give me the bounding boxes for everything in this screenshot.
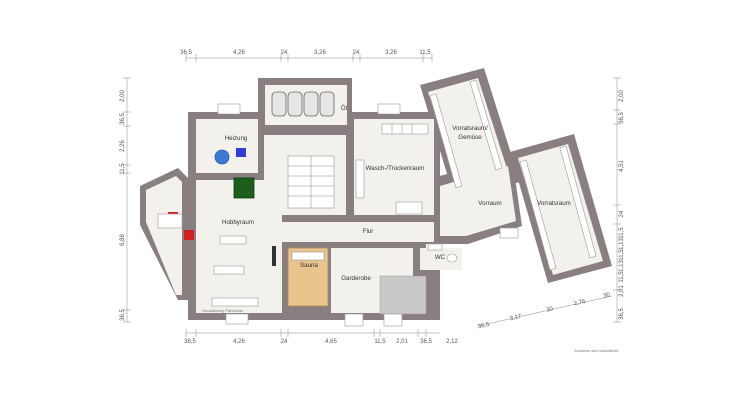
hobby-bench <box>211 297 259 307</box>
dimension-labels-right: 2,00 36,5 4,51 24 11,5 1,13 11,5 1,13 11… <box>619 90 625 320</box>
dim-right-4: 24 <box>619 210 625 217</box>
room-label-oel: Öl <box>341 105 347 112</box>
dim-diag-4: 2,76 <box>573 299 586 308</box>
dim-top-3: 24 <box>281 50 288 56</box>
fitness-bench-2 <box>213 265 245 275</box>
shelf-gemuese-left <box>429 93 463 189</box>
dim-top-6: 3,26 <box>385 50 397 56</box>
toilet <box>446 253 458 263</box>
credit-left: Visualisierung Planviewer <box>202 309 244 313</box>
dim-diag-1: 36,5 <box>477 322 490 331</box>
room-label-garderobe: Garderobe <box>341 275 371 282</box>
room-label-vorraum: Vorraum <box>478 200 501 207</box>
shelf-gemuese-right <box>469 79 503 171</box>
room-label-wc: WC <box>435 254 446 261</box>
room-label-flur: Flur <box>363 228 374 235</box>
dim-right-3: 4,51 <box>619 160 625 172</box>
dim-bottom-4: 4,65 <box>325 339 337 345</box>
boiler <box>214 149 230 165</box>
dim-bottom-3: 24 <box>281 339 288 345</box>
room-label-heizung: Heizung <box>225 135 248 142</box>
dim-diag-3: 30 <box>546 306 554 313</box>
credit-right: Grundriss nicht maßstäblich <box>574 349 619 353</box>
dimension-lines <box>123 54 621 337</box>
room-label-sauna: Sauna <box>300 262 318 269</box>
dim-left-2: 36,5 <box>120 113 126 125</box>
dim-top-4: 3,26 <box>314 50 326 56</box>
tv-unit <box>272 246 276 266</box>
window-wasch <box>377 103 401 115</box>
wc-sink <box>427 243 443 251</box>
vorratsraum-gemuese-floor <box>428 78 510 192</box>
dim-right-9: 11,5 <box>619 271 625 283</box>
window-garderobe-2 <box>383 313 403 327</box>
dimension-labels-bottom: 36,5 4,26 24 4,65 11,5 2,01 36,5 2,12 <box>184 339 458 345</box>
shelf-vorrat-left <box>519 159 557 271</box>
dim-bottom-1: 36,5 <box>184 339 196 345</box>
room-label-vorratsraum: Vorratsraum <box>537 200 571 207</box>
foosball-table <box>233 177 255 199</box>
wc-floor <box>420 248 462 270</box>
flur-floor <box>282 222 434 242</box>
building <box>140 68 612 327</box>
dim-bottom-8: 2,12 <box>446 339 458 345</box>
dim-right-6: 1,13 <box>619 238 625 250</box>
staircase <box>287 155 335 209</box>
dim-right-7: 11,5 <box>619 249 625 261</box>
dim-left-6: 36,5 <box>120 309 126 321</box>
dim-bottom-5: 11,5 <box>374 339 386 345</box>
dimension-labels-top: 36,5 4,26 24 3,26 24 3,26 11,5 <box>180 50 431 56</box>
dim-right-5: 11,5 <box>619 227 625 239</box>
wasch-floor <box>354 119 434 215</box>
stair-bay-floor <box>146 176 182 295</box>
dim-bottom-6: 2,01 <box>396 339 408 345</box>
dim-top-7: 11,5 <box>419 50 431 56</box>
sauna-bench <box>291 251 325 261</box>
window-heizung <box>217 103 241 115</box>
dim-diag-5: 30 <box>603 292 611 299</box>
dim-left-5: 6,88 <box>120 234 126 246</box>
dim-right-8: 1,13 <box>619 260 625 272</box>
dim-top-5: 24 <box>353 50 360 56</box>
dim-left-1: 2,00 <box>120 90 126 102</box>
heater-unit <box>236 148 246 157</box>
wash-shelves <box>355 123 429 215</box>
dim-right-11: 36,5 <box>619 308 625 320</box>
fitness-bench-1 <box>219 235 247 245</box>
dimension-labels-left: 2,00 36,5 2,26 11,5 6,88 36,5 <box>120 90 126 321</box>
storage-area <box>379 275 427 315</box>
room-label-wasch: Wasch-/Trockenraum <box>366 165 425 172</box>
dim-right-2: 36,5 <box>619 112 625 124</box>
heizung-floor <box>196 119 258 173</box>
dim-right-10: 2,01 <box>619 285 625 297</box>
oil-tanks <box>271 91 335 117</box>
window-vorraum <box>499 227 519 239</box>
sofa <box>157 213 183 229</box>
dim-bottom-2: 4,26 <box>233 339 245 345</box>
dim-top-2: 4,26 <box>233 50 245 56</box>
room-label-hobbyraum: Hobbyraum <box>222 219 254 226</box>
hobby-floor <box>196 180 282 313</box>
dim-right-1: 2,00 <box>619 90 625 102</box>
dim-left-3: 2,26 <box>120 140 126 152</box>
vorratsraum-floor <box>518 144 603 275</box>
window-garderobe-1 <box>344 313 364 327</box>
room-labels: Öl Heizung Wasch-/Trockenraum Vorratsrau… <box>222 105 571 282</box>
dimension-labels-diagonal: 36,5 3,17 30 2,76 30 <box>477 292 611 330</box>
shelf-vorrat-right <box>559 145 597 259</box>
window-hobby-bottom <box>225 313 249 325</box>
chair-red-2 <box>184 230 194 240</box>
dim-bottom-7: 36,5 <box>420 339 432 345</box>
room-label-vorratsraum-gemuese-1: Vorratsraum/ <box>452 125 488 132</box>
dim-top-1: 36,5 <box>180 50 192 56</box>
room-label-vorratsraum-gemuese-2: Gemüse <box>458 134 482 141</box>
dim-left-4: 11,5 <box>120 163 126 175</box>
dim-diag-2: 3,17 <box>509 314 522 323</box>
